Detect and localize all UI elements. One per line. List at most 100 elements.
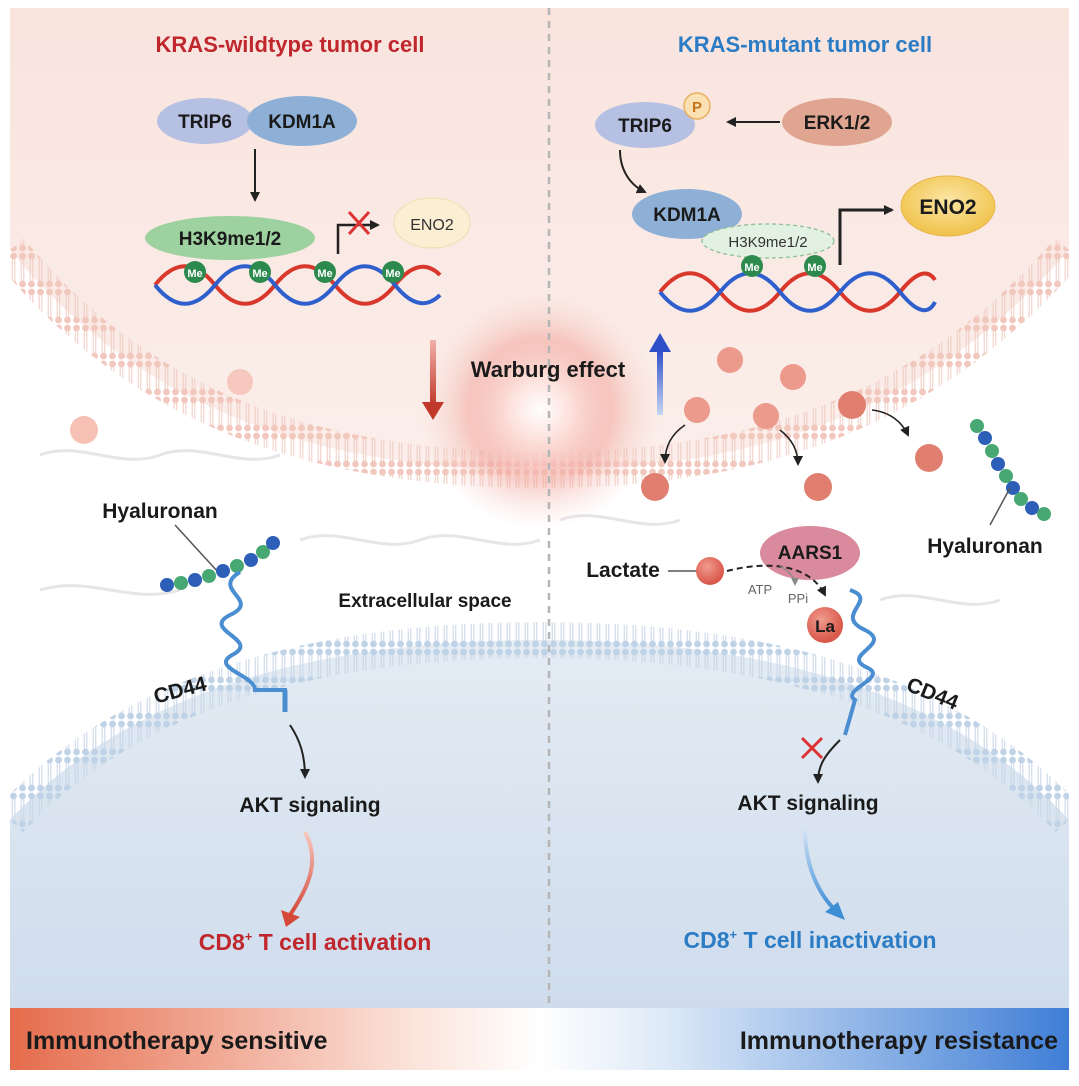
left-trip6-label: TRIP6 xyxy=(178,112,232,133)
warburg-up-arrowhead xyxy=(649,333,671,352)
right-lactate-particles xyxy=(641,347,943,501)
right-dna-helix xyxy=(658,271,937,313)
fiber xyxy=(299,534,541,546)
lactate-particle xyxy=(227,369,253,395)
methyl-mark xyxy=(382,261,404,283)
footer-left-label: Immunotherapy sensitive xyxy=(26,1027,328,1055)
methyl-mark xyxy=(314,261,336,283)
lactyl-group xyxy=(807,607,843,643)
lactate-particle xyxy=(641,473,669,501)
right-kdm1a-label: KDM1A xyxy=(653,205,721,226)
svg-text:Me: Me xyxy=(807,262,822,274)
left-hyaluronan-chain xyxy=(160,536,280,592)
left-outcome-arrowhead xyxy=(281,910,300,927)
right-outcome-arrowhead xyxy=(825,902,845,920)
bottom-cell-body xyxy=(10,640,1069,1008)
warburg-down-arrowhead xyxy=(422,402,444,420)
svg-text:Me: Me xyxy=(385,268,400,280)
right-trip6-label: TRIP6 xyxy=(618,116,672,137)
atp-ppi-arrow xyxy=(779,565,799,586)
left-panel-title: KRAS-wildtype tumor cell xyxy=(156,32,425,57)
lactate-label: Lactate xyxy=(586,559,660,582)
right-panel-title: KRAS-mutant tumor cell xyxy=(678,32,932,57)
methyl-mark xyxy=(249,261,271,283)
right-eno2-label: ENO2 xyxy=(919,196,976,219)
lactate-particle xyxy=(684,397,710,423)
lactylation-arrow xyxy=(726,564,826,597)
right-akt-label: AKT signaling xyxy=(737,792,878,815)
svg-text:Me: Me xyxy=(317,268,332,280)
lactate-molecule xyxy=(696,557,724,585)
right-block-icon xyxy=(800,736,824,760)
atp-label: ATP xyxy=(748,582,772,597)
methyl-mark xyxy=(184,261,206,283)
svg-text:Me: Me xyxy=(744,262,759,274)
erk-protein xyxy=(782,98,892,146)
lactate-particle xyxy=(838,391,866,419)
bottom-cell-membrane xyxy=(10,621,1069,833)
ppi-label: PPi xyxy=(788,591,808,606)
svg-text:Me: Me xyxy=(187,268,202,280)
methyl-mark xyxy=(804,255,826,277)
fiber xyxy=(39,584,181,596)
right-kdm1a-protein xyxy=(632,189,742,239)
right-transcription-arrow xyxy=(838,205,894,265)
left-kdm1a-label: KDM1A xyxy=(268,112,336,133)
right-outcome-label: CD8+ T cell inactivation xyxy=(684,927,937,953)
right-hyaluronan-chain xyxy=(970,419,1051,521)
lactate-particle xyxy=(804,473,832,501)
lactate-particle xyxy=(780,364,806,390)
methyl-mark xyxy=(741,255,763,277)
left-akt-arrow xyxy=(289,724,310,779)
right-outcome-arrow xyxy=(803,829,837,912)
warburg-label: Warburg effect xyxy=(471,357,626,382)
right-akt-arrow xyxy=(813,739,841,784)
extracellular-label: Extracellular space xyxy=(338,591,511,612)
left-kdm1a-protein xyxy=(247,96,357,146)
left-cd44-receptor xyxy=(219,570,287,710)
fiber xyxy=(39,449,281,461)
erk-label: ERK1/2 xyxy=(804,113,871,134)
right-hyaluronan-label: Hyaluronan xyxy=(927,535,1043,558)
aars1-label: AARS1 xyxy=(778,543,843,564)
right-eno2-protein xyxy=(900,175,996,237)
left-eno2-protein xyxy=(393,197,471,249)
footer-right-label: Immunotherapy resistance xyxy=(740,1027,1058,1055)
left-dna-helix xyxy=(153,264,442,306)
right-h3k9-label: H3K9me1/2 xyxy=(728,234,807,251)
lactate-efflux-arrows xyxy=(660,409,910,466)
left-methyl-marks: Me Me Me Me xyxy=(184,261,404,283)
left-transcription-arrow xyxy=(336,220,380,254)
left-outcome-label: CD8+ T cell activation xyxy=(199,929,432,955)
phospho-label: P xyxy=(692,99,702,116)
fiber xyxy=(879,594,1001,606)
aars1-enzyme xyxy=(760,526,860,580)
lactate-particle xyxy=(915,444,943,472)
lactate-particle xyxy=(753,403,779,429)
left-akt-label: AKT signaling xyxy=(239,794,380,817)
lactate-particle xyxy=(717,347,743,373)
lactate-particle xyxy=(70,416,98,444)
right-h3k9-protein xyxy=(701,223,835,259)
la-label: La xyxy=(815,617,835,636)
right-methyl-marks: Me Me xyxy=(741,255,826,277)
right-trip6-protein xyxy=(595,102,695,148)
left-eno2-label: ENO2 xyxy=(410,217,454,234)
left-hyaluronan-label: Hyaluronan xyxy=(102,500,218,523)
phospho-icon xyxy=(683,92,711,120)
footer-bar xyxy=(10,1008,1069,1070)
left-block-icon xyxy=(347,210,371,236)
warburg-up-arrow xyxy=(657,350,663,415)
left-hyaluronan-pointer xyxy=(174,524,219,573)
right-cd44-receptor xyxy=(843,588,876,736)
warburg-glow xyxy=(420,290,660,530)
left-trip6-protein xyxy=(157,98,253,144)
background xyxy=(10,8,1069,1008)
left-outcome-arrow xyxy=(288,831,315,917)
svg-text:Me: Me xyxy=(252,268,267,280)
trip6-to-kdm1a-arrow xyxy=(619,149,647,194)
right-hyaluronan-pointer xyxy=(989,487,1011,526)
left-h3k9-protein xyxy=(145,216,315,260)
